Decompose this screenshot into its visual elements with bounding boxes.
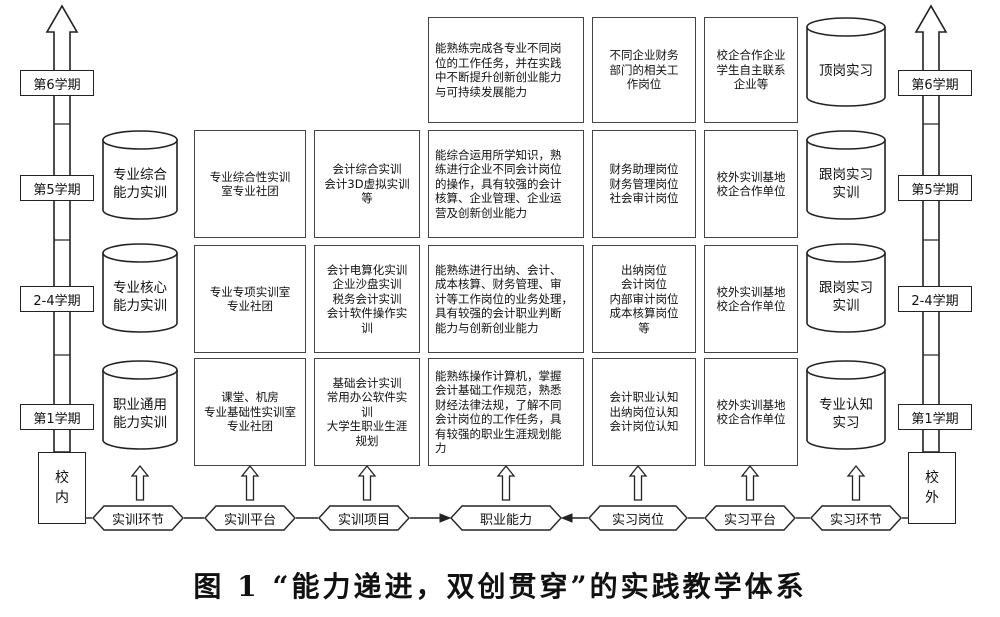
figure-caption: 图 1 “能力递进，双创贯穿”的实践教学体系 xyxy=(193,570,807,603)
left-period-5: 第5学期 xyxy=(20,175,94,201)
left-period-2-4: 2-4学期 xyxy=(20,286,94,312)
project-box-core: 会计电算化实训 企业沙盘实训 税务会计实训 会计软件操作实 训 xyxy=(314,245,420,353)
ability-box-period-2-4: 能熟练进行出纳、会计、 成本核算、财务管理、审 计等工作岗位的业务处理， 具有较… xyxy=(428,245,584,353)
intern-platform-box-period-5: 校外实训基地 校企合作单位 xyxy=(704,130,798,238)
right-period-5: 第5学期 xyxy=(898,175,972,201)
node-professional-ability: 职业能力 xyxy=(450,505,562,531)
ability-box-period-1: 能熟练操作计算机，掌握 会计基础工作规范，熟悉 财经法律法规，了解不同 会计岗位… xyxy=(428,358,584,466)
up-arrow-internship-link xyxy=(846,464,866,501)
platform-box-basic: 课堂、机房 专业基础性实训室 专业社团 xyxy=(194,358,306,466)
right-period-1: 第1学期 xyxy=(898,404,972,430)
post-box-period-6: 不同企业财务 部门的相关工 作岗位 xyxy=(592,17,696,123)
platform-box-comprehensive: 专业综合性实训 室专业社团 xyxy=(194,130,306,238)
ability-box-period-5: 能综合运用所学知识，熟 练进行企业不同会计岗位 的操作，具有较强的会计 核算、企… xyxy=(428,130,584,238)
intern-cylinder-period-6: 顶岗实习 xyxy=(806,17,886,107)
node-training-platform: 实训平台 xyxy=(204,505,296,531)
right-progression-arrow xyxy=(914,4,948,453)
left-period-6: 第6学期 xyxy=(20,70,94,96)
node-internship-post: 实习岗位 xyxy=(588,505,688,531)
post-box-period-1: 会计职业认知 出纳岗位认知 会计岗位认知 xyxy=(592,358,696,466)
post-box-period-2-4: 出纳岗位 会计岗位 内部审计岗位 成本核算岗位 等 xyxy=(592,245,696,353)
project-box-comprehensive: 会计综合实训 会计3D虚拟实训 等 xyxy=(314,130,420,238)
node-training-project: 实训项目 xyxy=(318,505,410,531)
intern-platform-box-period-2-4: 校外实训基地 校企合作单位 xyxy=(704,245,798,353)
on-campus-label: 校内 xyxy=(38,452,86,524)
node-internship-platform: 实习平台 xyxy=(704,505,796,531)
platform-box-specialized: 专业专项实训室 专业社团 xyxy=(194,245,306,353)
training-cylinder-comprehensive: 专业综合 能力实训 xyxy=(102,130,178,220)
ability-box-period-6: 能熟练完成各专业不同岗 位的工作任务，并在实践 中不断提升创新创业能力 与可持续… xyxy=(428,17,584,123)
node-training-link: 实训环节 xyxy=(92,505,184,531)
post-box-period-5: 财务助理岗位 财务管理岗位 社会审计岗位 xyxy=(592,130,696,238)
arrowhead-into-ability-right xyxy=(560,513,573,523)
up-arrow-professional-ability xyxy=(496,464,516,501)
left-period-1: 第1学期 xyxy=(20,404,94,430)
intern-cylinder-period-2-4: 跟岗实习 实训 xyxy=(806,243,886,333)
up-arrow-training-platform xyxy=(240,464,260,501)
intern-cylinder-period-5: 跟岗实习 实训 xyxy=(806,130,886,220)
node-internship-link: 实习环节 xyxy=(810,505,902,531)
right-period-6: 第6学期 xyxy=(898,70,972,96)
training-cylinder-general: 职业通用 能力实训 xyxy=(102,360,178,450)
arrowhead-into-ability xyxy=(439,513,452,523)
intern-cylinder-period-1: 专业认知 实习 xyxy=(806,360,886,450)
intern-platform-box-period-6: 校企合作企业 学生自主联系 企业等 xyxy=(704,17,798,123)
up-arrow-training-link xyxy=(130,464,150,501)
left-progression-arrow xyxy=(45,4,79,453)
up-arrow-training-project xyxy=(357,464,377,501)
intern-platform-box-period-1: 校外实训基地 校企合作单位 xyxy=(704,358,798,466)
off-campus-label: 校外 xyxy=(908,452,956,524)
project-box-general: 基础会计实训 常用办公软件实 训 大学生职业生涯 规划 xyxy=(314,358,420,466)
up-arrow-internship-post xyxy=(628,464,648,501)
up-arrow-internship-platform xyxy=(740,464,760,501)
right-period-2-4: 2-4学期 xyxy=(898,286,972,312)
training-cylinder-core: 专业核心 能力实训 xyxy=(102,243,178,333)
